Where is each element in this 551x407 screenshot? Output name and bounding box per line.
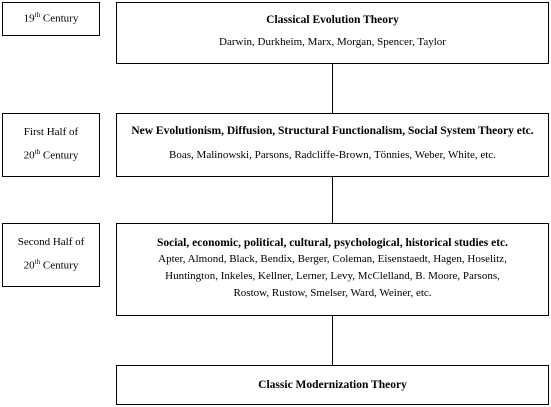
era-label-line2: 20th Century (23, 148, 79, 162)
theory-box-social-studies: Social, economic, political, cultural, p… (116, 223, 549, 316)
theory-title: Classical Evolution Theory (266, 14, 399, 27)
era-label-line2: 20th Century (23, 258, 79, 272)
theorist-names-line1: Apter, Almond, Black, Bendix, Berger, Co… (158, 252, 507, 265)
theorist-names-line3: Rostow, Rustow, Smelser, Ward, Weiner, e… (233, 287, 432, 300)
era-label-line1: First Half of (23, 126, 79, 139)
connector-line (332, 177, 333, 223)
era-label: 19th Century (23, 11, 79, 25)
theory-title: Social, economic, political, cultural, p… (156, 236, 509, 249)
connector-line (332, 64, 333, 113)
era-box-19th-century: 19th Century (2, 2, 100, 36)
theory-title: New Evolutionism, Diffusion, Structural … (131, 125, 534, 138)
theorist-names-line2: Huntington, Inkeles, Kellner, Lerner, Le… (165, 269, 500, 282)
theory-box-classical-evolution: Classical Evolution Theory Darwin, Durkh… (116, 2, 549, 64)
theorist-names: Boas, Malinowski, Parsons, Radcliffe-Bro… (169, 149, 496, 162)
connector-line (332, 316, 333, 365)
result-box-classic-modernization: Classic Modernization Theory (116, 365, 549, 405)
result-title: Classic Modernization Theory (258, 379, 407, 391)
theorist-names: Darwin, Durkheim, Marx, Morgan, Spencer,… (219, 36, 446, 49)
era-label-line1: Second Half of (17, 236, 85, 249)
era-box-second-half-20th-century: Second Half of 20th Century (2, 223, 100, 287)
era-box-first-half-20th-century: First Half of 20th Century (2, 113, 100, 177)
theory-box-new-evolutionism: New Evolutionism, Diffusion, Structural … (116, 113, 549, 177)
